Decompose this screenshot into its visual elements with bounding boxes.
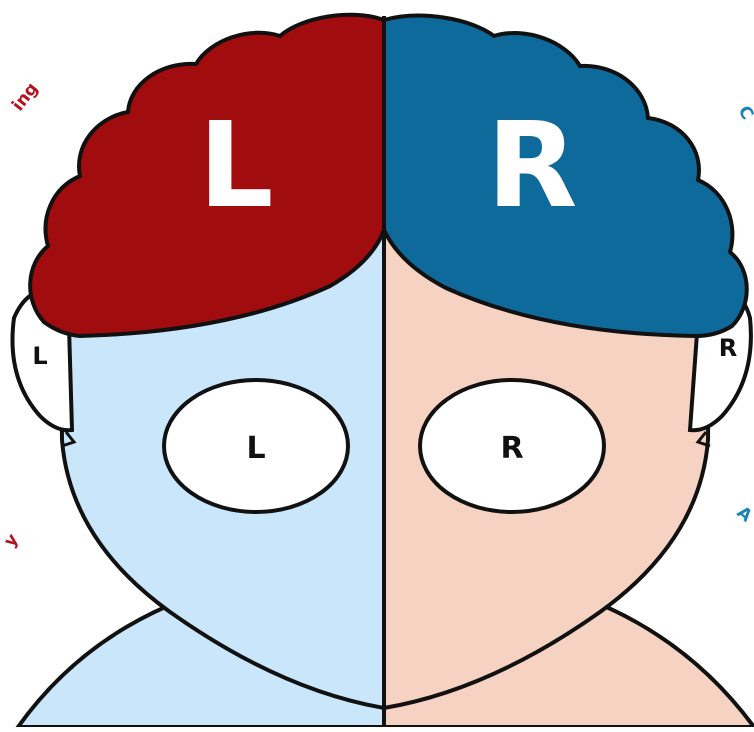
edge-text-left-top: ing — [8, 79, 42, 115]
left-ear-label: L — [32, 342, 47, 370]
edge-text-right-top: C — [734, 103, 754, 124]
edge-text-left-mid: y — [0, 530, 23, 551]
edge-text-right-mid: A — [733, 503, 754, 527]
right-ear-label: R — [719, 334, 737, 362]
right-eye-label: R — [500, 431, 523, 466]
right-brain-label: R — [487, 96, 578, 234]
left-brain-label: L — [198, 96, 273, 234]
left-eye-label: L — [246, 431, 265, 466]
